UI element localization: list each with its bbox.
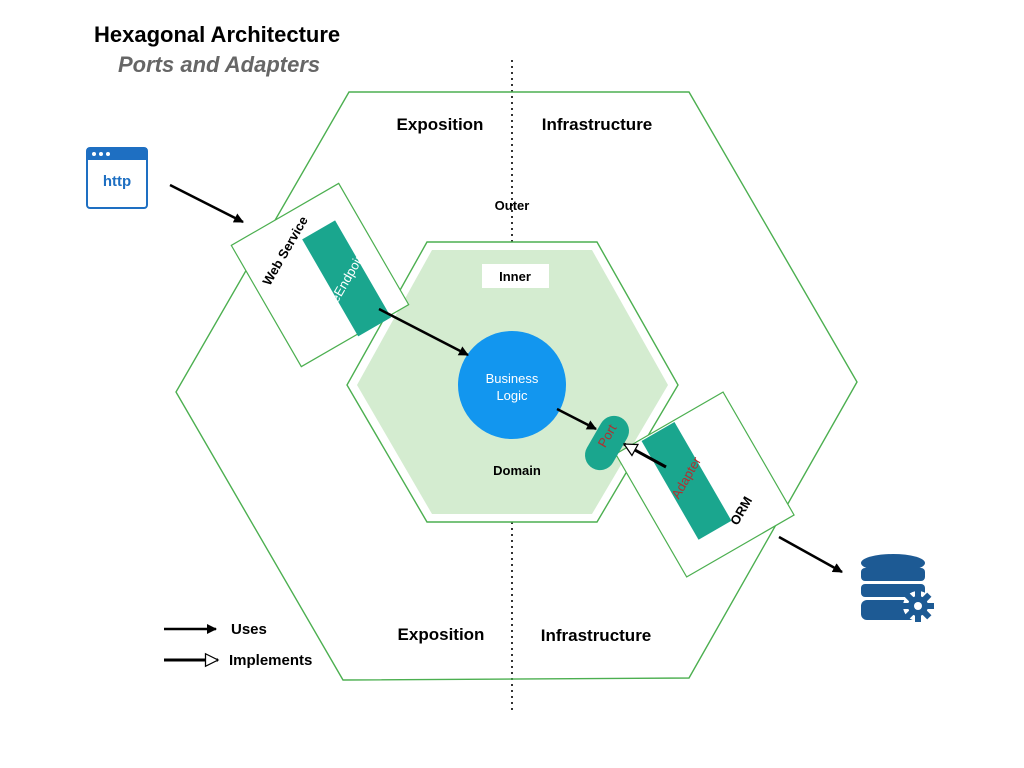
infrastructure-top-label: Infrastructure — [542, 115, 653, 134]
http-uses-arrow — [169, 183, 244, 224]
adapter-implements-port-arrow — [624, 442, 667, 469]
infrastructure-bottom-label: Infrastructure — [541, 626, 652, 645]
http-text: http — [103, 173, 131, 190]
outer-label: Outer — [495, 198, 530, 213]
business-logic-label-line1: Business — [486, 371, 539, 386]
logic-uses-port-arrow — [556, 407, 597, 431]
inner-label-box — [482, 264, 549, 288]
note-endpoint-box — [302, 220, 392, 337]
exposition-top-label: Exposition — [397, 115, 484, 134]
outer-hexagon — [175, 91, 858, 681]
exposition-bottom-label: Exposition — [398, 625, 485, 644]
adapter-box — [641, 422, 732, 540]
browser-window-icon: http — [86, 147, 148, 209]
database-gear-icon — [861, 554, 934, 622]
business-logic-circle — [458, 331, 566, 439]
orm-uses-db-arrow — [778, 535, 843, 574]
legend-implements-label: Implements — [229, 652, 312, 669]
endpoint-uses-logic-arrow — [378, 307, 469, 357]
legend-uses-label: Uses — [231, 621, 267, 638]
domain-label: Domain — [493, 463, 541, 478]
business-logic-label-line2: Logic — [496, 388, 528, 403]
diagram-title: Hexagonal Architecture — [94, 22, 341, 47]
inner-label: Inner — [499, 269, 531, 284]
diagram-subtitle: Ports and Adapters — [118, 52, 321, 77]
port-pill — [585, 415, 629, 471]
